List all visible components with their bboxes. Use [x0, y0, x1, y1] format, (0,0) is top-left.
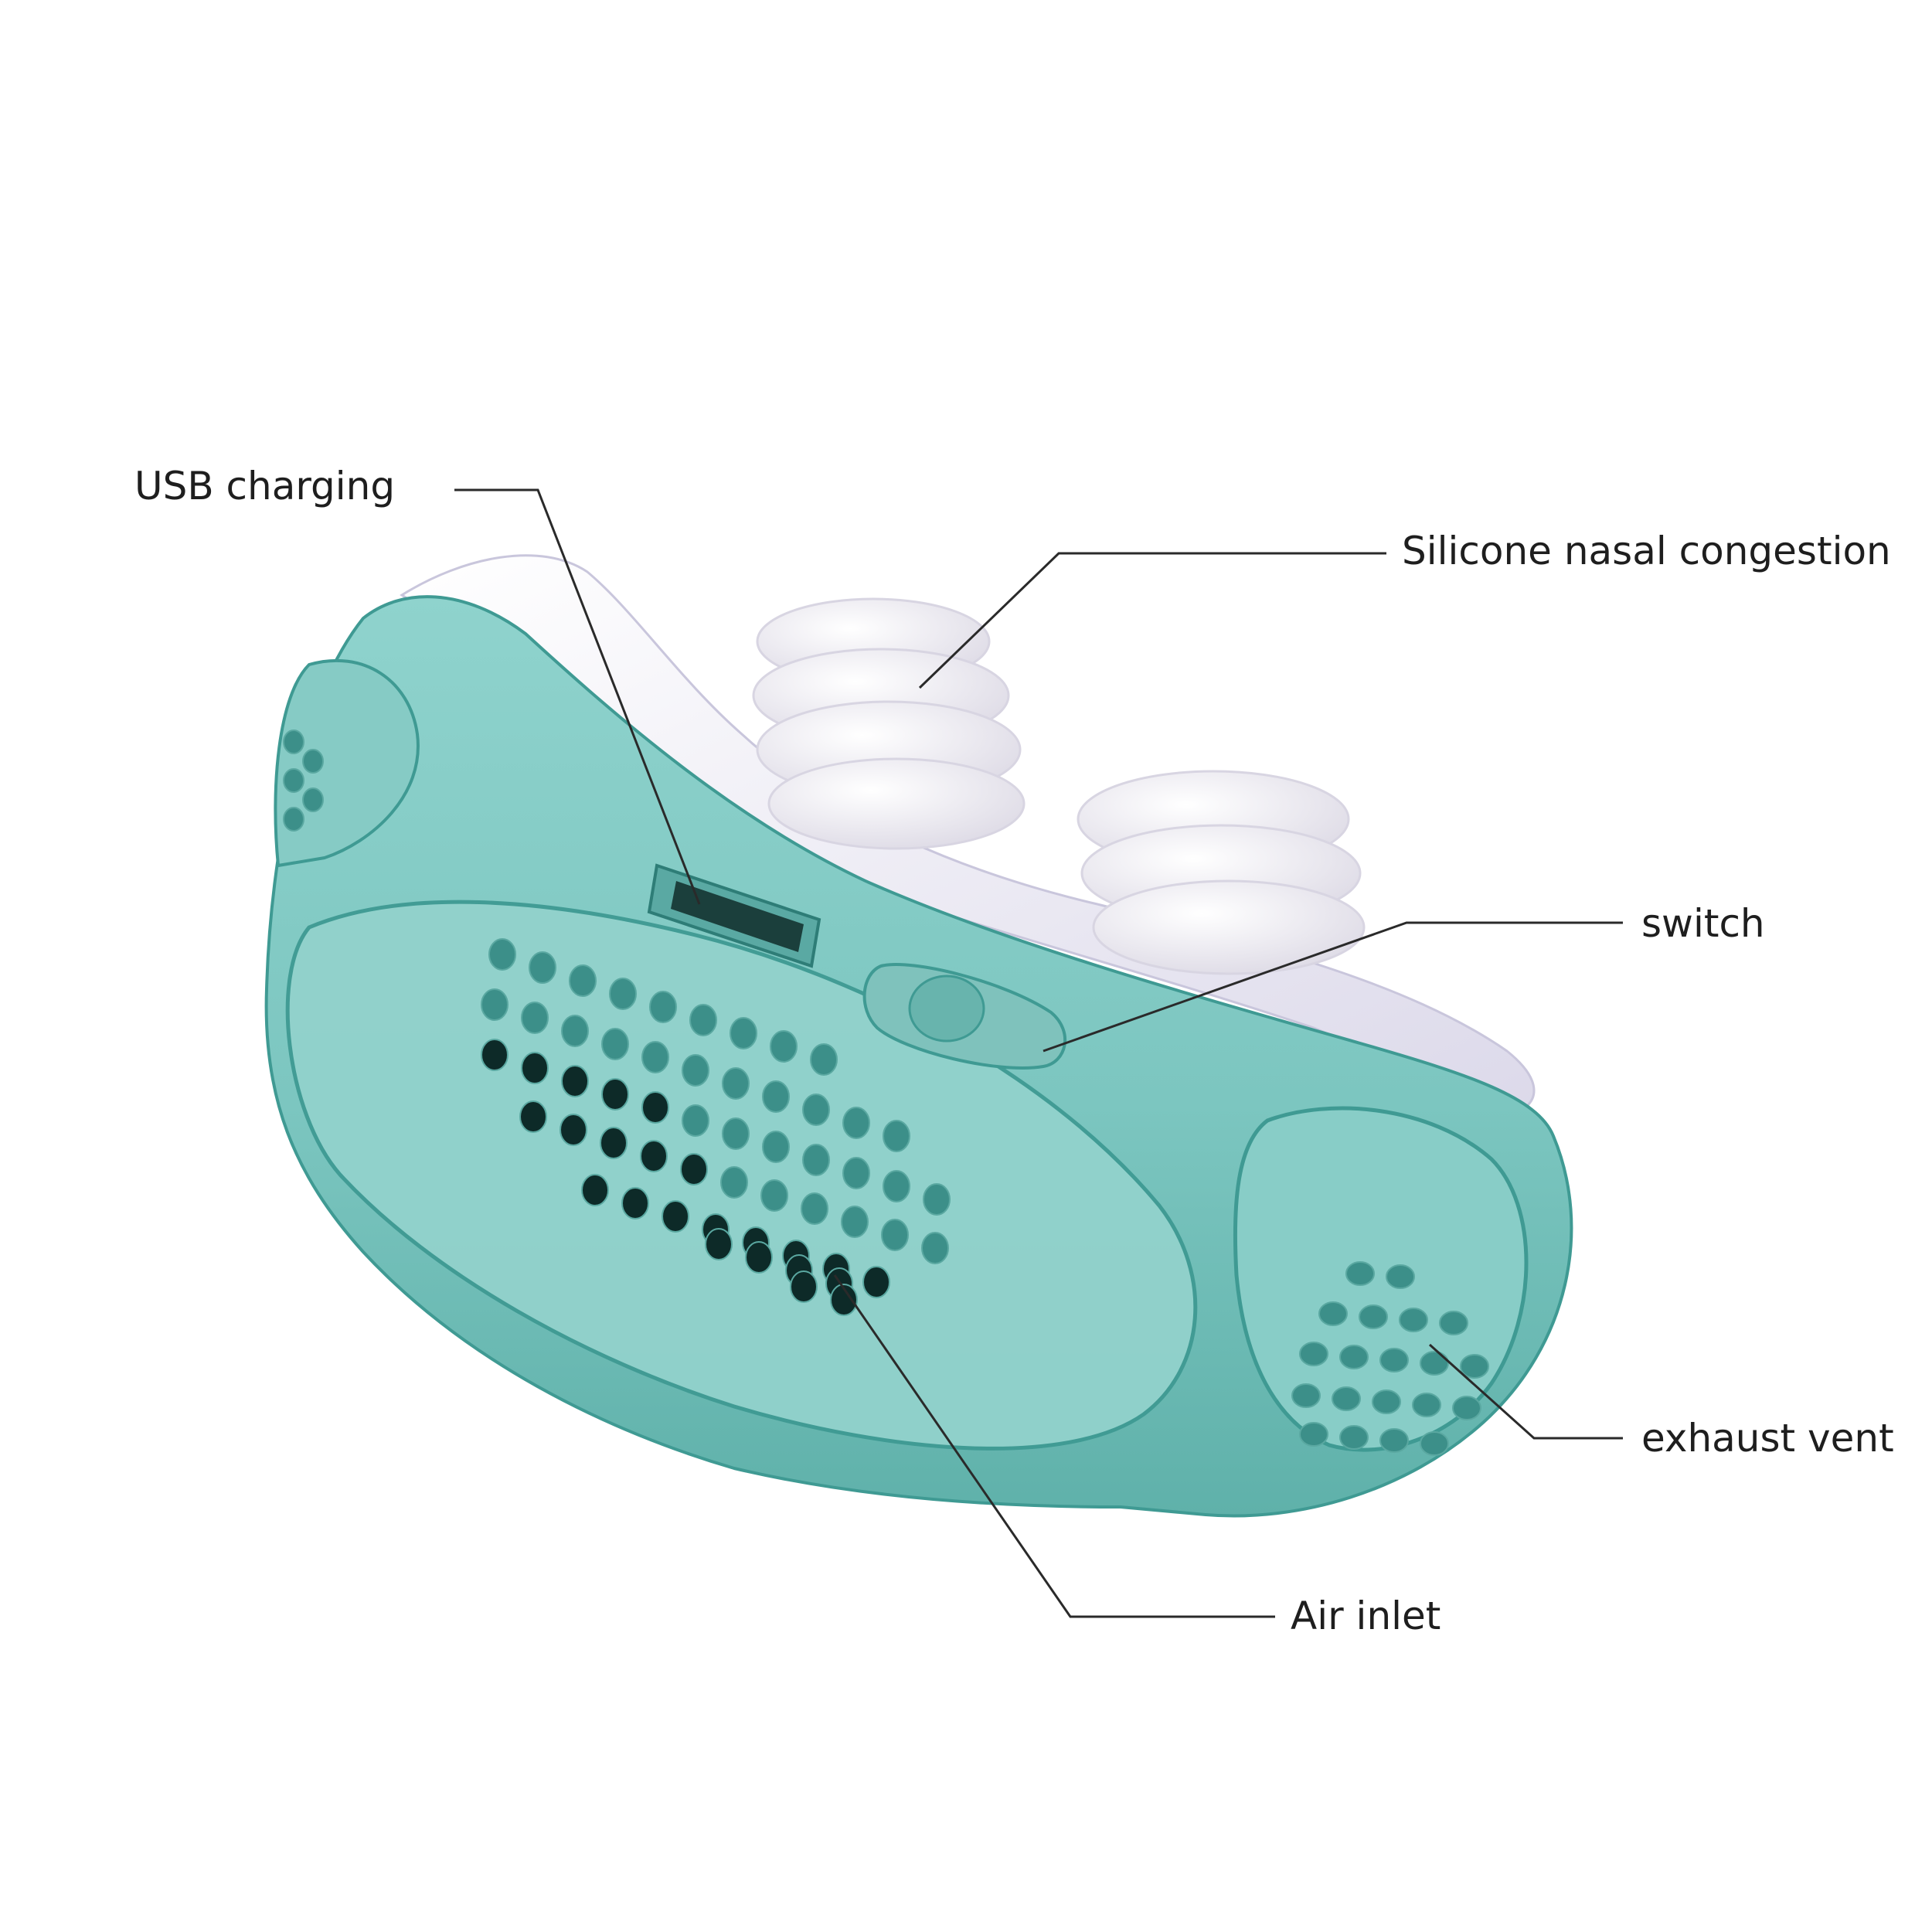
- callout-silicone-nasal-congestion: Silicone nasal congestion: [1402, 529, 1891, 573]
- leader-line-air: [833, 1274, 1275, 1618]
- air-inlet-hole: [705, 1228, 733, 1260]
- air-inlet-hole: [641, 1091, 669, 1124]
- slide-switch-icon: [862, 963, 1066, 1070]
- exhaust-vent-hole: [1399, 1308, 1428, 1332]
- exhaust-vent-hole: [1420, 1351, 1449, 1376]
- air-inlet-hole: [881, 1219, 909, 1251]
- air-inlet-hole: [561, 1015, 589, 1047]
- air-inlet-hole: [521, 1002, 549, 1034]
- exhaust-vent-hole: [1460, 1354, 1489, 1379]
- air-inlet-hole: [745, 1241, 773, 1274]
- exhaust-vent-hole: [1299, 1422, 1328, 1447]
- callout-switch: switch: [1641, 901, 1765, 946]
- exhaust-vent-hole: [1345, 1261, 1375, 1286]
- air-inlet-hole: [760, 1179, 788, 1212]
- air-inlet-hole: [923, 1183, 951, 1216]
- left-end-holes: [283, 730, 324, 832]
- air-inlet-hole: [921, 1232, 949, 1264]
- air-inlet-hole: [810, 1043, 838, 1076]
- exhaust-vent-hole: [1439, 1311, 1468, 1335]
- exhaust-vent-hole: [1452, 1396, 1481, 1420]
- left-end-hole: [283, 807, 304, 832]
- air-inlet-hole: [561, 1065, 589, 1097]
- air-inlet-hole: [609, 978, 637, 1010]
- air-inlet-hole: [689, 1004, 717, 1036]
- exhaust-vent-hole: [1339, 1425, 1369, 1450]
- air-inlet-hole: [762, 1080, 790, 1113]
- air-inlet-hole: [682, 1104, 709, 1137]
- air-inlet-hole: [481, 988, 509, 1021]
- air-inlet-hole: [722, 1117, 750, 1150]
- exhaust-vent-hole: [1299, 1342, 1328, 1366]
- exhaust-vent-hole: [1420, 1431, 1449, 1456]
- air-inlet-hole: [841, 1206, 869, 1238]
- air-inlet-hole: [601, 1028, 629, 1060]
- air-inlet-hole: [802, 1094, 830, 1126]
- air-inlet-hole: [529, 951, 556, 984]
- callout-air-inlet: Air inlet: [1291, 1594, 1441, 1638]
- left-end-hole: [302, 787, 324, 812]
- left-end-hole: [283, 730, 304, 754]
- air-inlet-hole: [680, 1153, 708, 1185]
- air-inlet-hole: [581, 1174, 609, 1206]
- exhaust-vent-hole: [1379, 1348, 1409, 1372]
- exhaust-vent-holes: [1291, 1261, 1489, 1456]
- air-inlet-hole: [883, 1120, 910, 1152]
- air-inlet-hole: [521, 1052, 549, 1084]
- leader-line-switch: [1043, 921, 1623, 1053]
- exhaust-vent-hole: [1386, 1264, 1415, 1289]
- exhaust-vent-hole: [1379, 1428, 1409, 1453]
- air-inlet-hole: [662, 1200, 689, 1233]
- air-inlet-hole: [600, 1127, 628, 1159]
- air-inlet-hole: [790, 1270, 818, 1303]
- callout-usb-charging: USB charging: [134, 464, 396, 509]
- exhaust-vent-hole: [1332, 1386, 1361, 1411]
- air-inlet-hole: [770, 1030, 798, 1063]
- exhaust-vent-hole: [1291, 1383, 1321, 1408]
- left-end-hole: [302, 749, 324, 774]
- exhaust-vent-hole: [1412, 1393, 1441, 1417]
- left-end-hole: [283, 768, 304, 793]
- air-inlet-holes: [481, 938, 951, 1316]
- air-inlet-hole: [842, 1157, 870, 1189]
- air-inlet-hole: [649, 991, 677, 1023]
- silicone-nozzle-upper: [752, 597, 1026, 850]
- leader-line-usb: [454, 488, 701, 905]
- air-inlet-hole: [640, 1140, 668, 1172]
- air-inlet-hole: [720, 1166, 748, 1199]
- air-inlet-hole: [883, 1170, 910, 1202]
- usb-port-icon: [647, 863, 821, 968]
- exhaust-vent-hole: [1339, 1345, 1369, 1369]
- exhaust-vent-hole: [1318, 1301, 1348, 1326]
- air-inlet-hole: [842, 1107, 870, 1139]
- air-inlet-hole: [641, 1041, 669, 1073]
- air-inlet-hole: [862, 1266, 890, 1298]
- air-inlet-hole: [682, 1054, 709, 1087]
- left-end-panel: [274, 658, 420, 868]
- exhaust-vent-hole: [1359, 1304, 1388, 1329]
- air-inlet-hole: [488, 938, 516, 971]
- air-inlet-hole: [560, 1114, 587, 1146]
- silicone-nozzle-lower: [1077, 770, 1366, 975]
- exhaust-vent-hole: [1372, 1389, 1401, 1414]
- air-inlet-hole: [722, 1067, 750, 1100]
- air-inlet-hole: [569, 964, 597, 997]
- air-inlet-hole: [481, 1039, 509, 1071]
- leader-line-silicone: [918, 552, 1386, 689]
- callout-exhaust-vent: exhaust vent: [1641, 1416, 1894, 1461]
- air-inlet-hole: [762, 1131, 790, 1163]
- air-inlet-hole: [830, 1284, 858, 1316]
- air-inlet-hole: [730, 1017, 757, 1049]
- air-inlet-hole: [621, 1187, 649, 1219]
- air-inlet-hole: [802, 1144, 830, 1176]
- leader-line-exhaust: [1428, 1343, 1623, 1440]
- air-inlet-hole: [801, 1192, 828, 1225]
- air-inlet-hole: [519, 1100, 547, 1133]
- air-inlet-hole: [601, 1078, 629, 1111]
